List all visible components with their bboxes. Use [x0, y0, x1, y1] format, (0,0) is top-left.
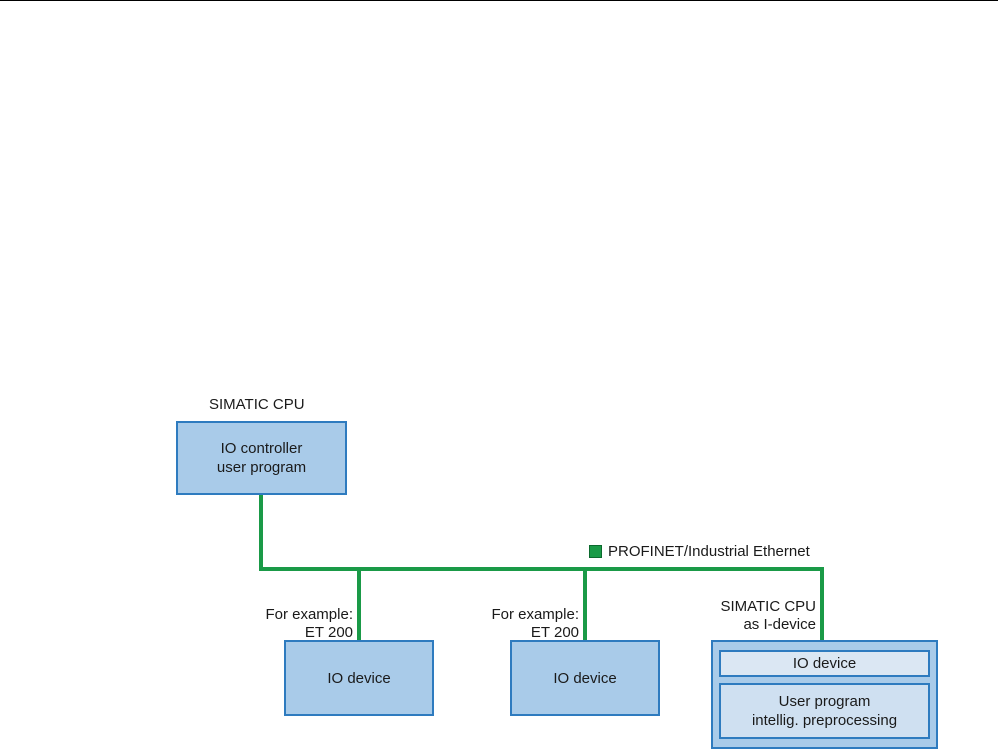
device-2-caption-line2: ET 200 — [530, 624, 579, 641]
i-device-box: IO device User program intellig. preproc… — [711, 640, 938, 749]
network-legend: PROFINET/Industrial Ethernet — [589, 543, 810, 560]
idevice-user-program-panel: User program intellig. preprocessing — [719, 683, 930, 739]
io-device-2-label: IO device — [553, 669, 617, 687]
device-2-caption: For example: ET 200 — [472, 606, 579, 642]
device-2-caption-line1: For example: — [491, 606, 579, 623]
controller-caption: SIMATIC CPU — [209, 396, 305, 413]
device-1-caption-line2: ET 200 — [304, 624, 353, 641]
io-controller-label: IO controller — [220, 440, 303, 457]
io-device-box-1: IO device — [284, 640, 434, 716]
io-device-box-2: IO device — [510, 640, 660, 716]
io-device-1-label: IO device — [327, 669, 391, 687]
io-controller-box: IO controller user program — [176, 421, 347, 495]
idevice-io-device-label: IO device — [792, 655, 857, 672]
user-program-label: user program — [216, 459, 307, 476]
idevice-program-line2: intellig. preprocessing — [751, 712, 898, 729]
page-top-rule — [0, 0, 998, 1]
idevice-io-device-panel: IO device — [719, 650, 930, 677]
device-1-caption: For example: ET 200 — [246, 606, 353, 642]
idevice-caption-line1: SIMATIC CPU — [720, 598, 816, 615]
idevice-program-line1: User program — [778, 693, 871, 710]
network-legend-swatch — [589, 545, 602, 558]
device-1-caption-line1: For example: — [265, 606, 353, 623]
idevice-caption: SIMATIC CPU as I-device — [690, 598, 816, 634]
network-legend-label: PROFINET/Industrial Ethernet — [608, 543, 810, 560]
idevice-caption-line2: as I-device — [743, 616, 816, 633]
